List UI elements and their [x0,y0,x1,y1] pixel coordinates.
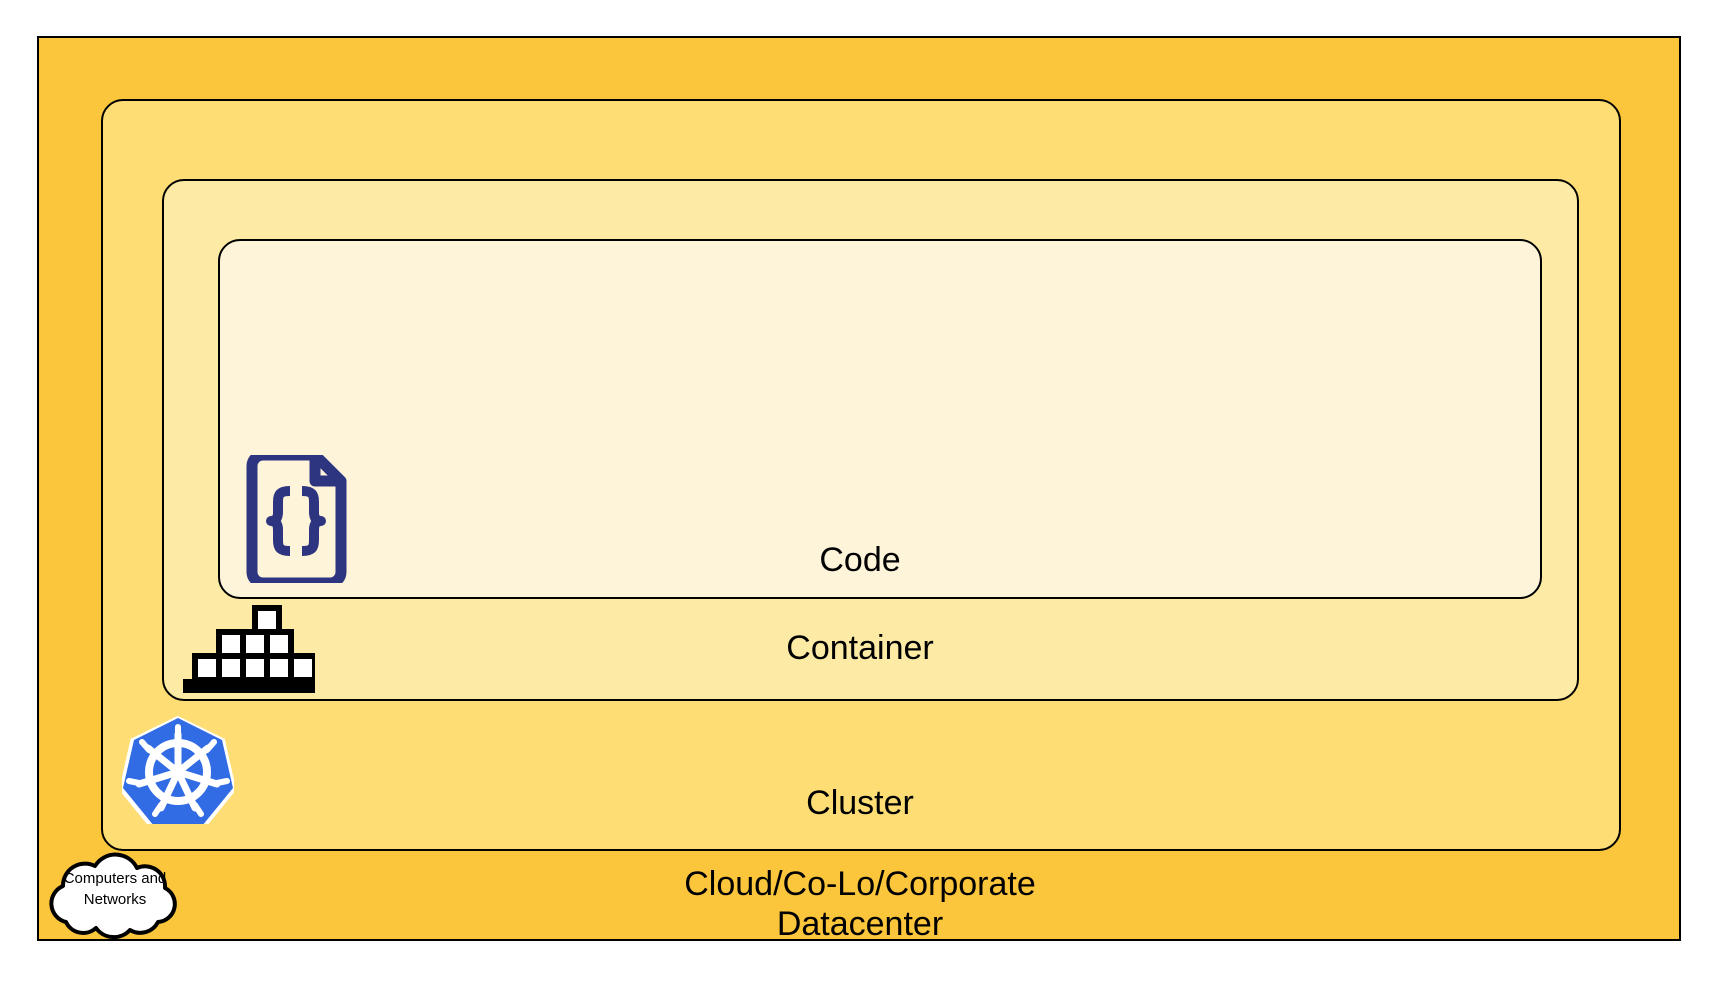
layer-code[interactable] [218,239,1542,599]
layer-label-container: Container [786,629,934,667]
kubernetes-icon [119,712,237,831]
container-stack-icon [183,605,318,697]
computers-and-networks-cloud[interactable]: Computers and Networks [36,850,194,942]
layer-label-code: Code [819,541,901,579]
code-file-icon [240,449,352,589]
layer-label-cluster: Cluster [806,784,914,822]
layer-label-datacenter: Cloud/Co-Lo/Corporate Datacenter [684,865,1036,943]
